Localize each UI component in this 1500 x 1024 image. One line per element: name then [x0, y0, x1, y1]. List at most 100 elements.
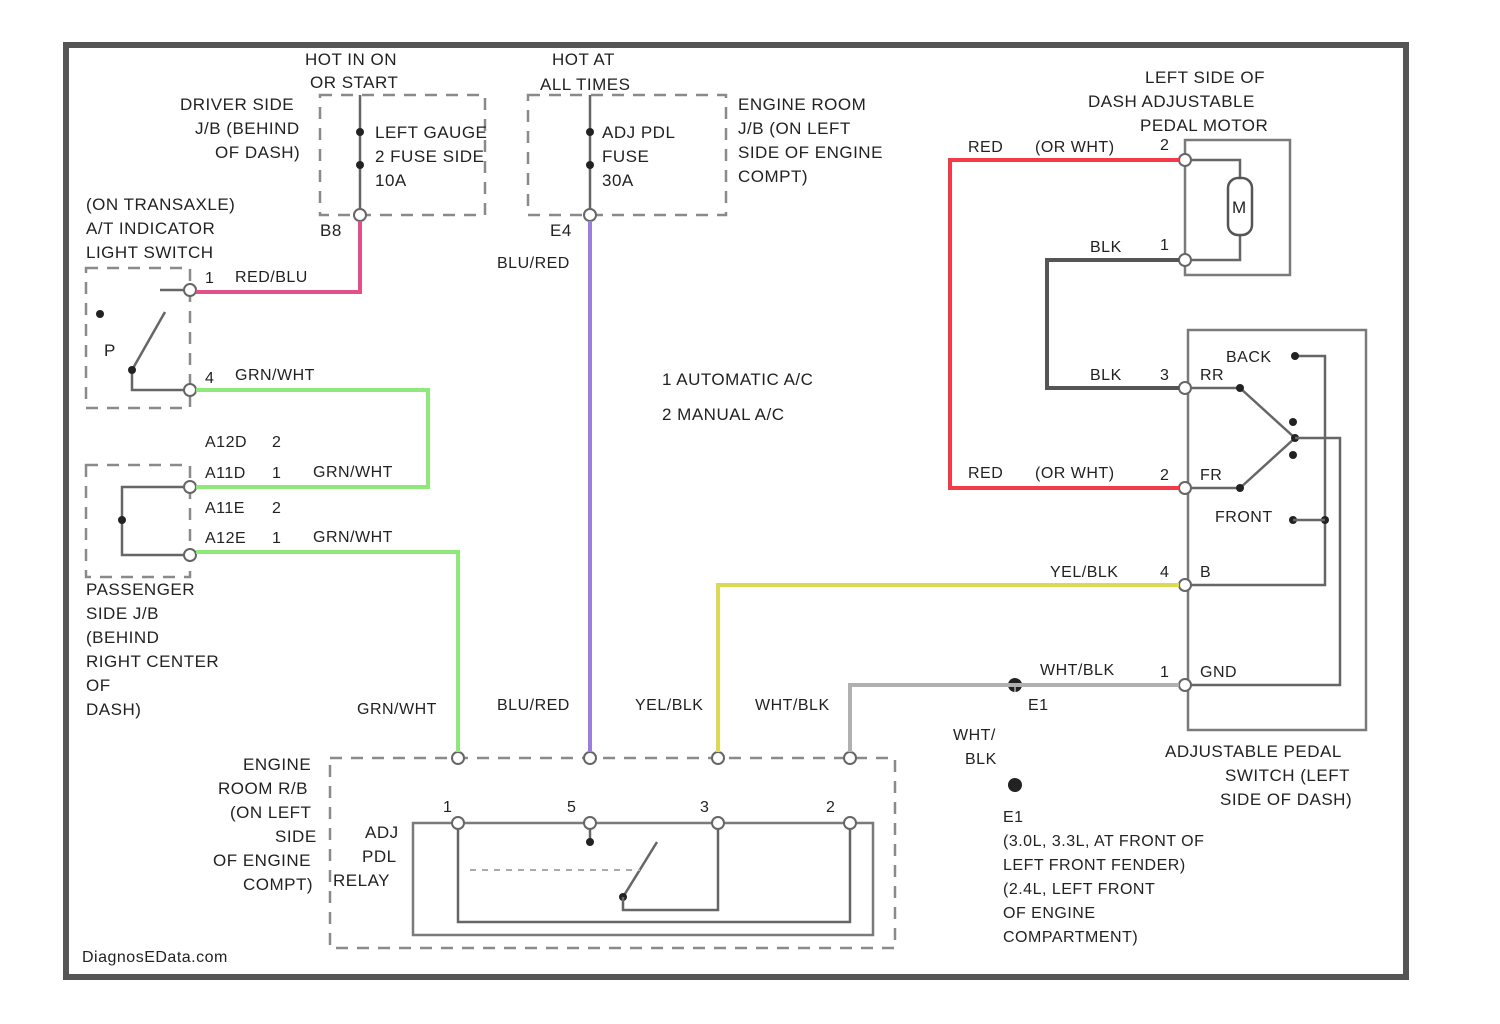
engine-room-rb-block: ENGINE ROOM R/B (ON LEFT SIDE OF ENGINE …: [213, 752, 895, 948]
transaxle-pin-1: [184, 284, 196, 296]
passenger-jb-pin-top: [184, 481, 196, 493]
fr-contact-a: [1289, 451, 1297, 459]
ground-wire-wht: WHT/: [953, 727, 996, 744]
b8-terminal-label: B8: [320, 221, 342, 240]
ground-line4: OF ENGINE: [1003, 905, 1096, 922]
wire-label-or-wht-2: (OR WHT): [1035, 465, 1115, 482]
relay-coil-loop: [458, 823, 850, 922]
motor-pin-1-label: 1: [1160, 237, 1169, 254]
engine-room-rb-dashed-box: [330, 758, 895, 948]
transaxle-pin-4-label: 4: [205, 370, 214, 387]
connector-a12d-pin: 2: [272, 434, 281, 451]
fr-pivot: [1236, 484, 1244, 492]
connector-a11e-pin: 2: [272, 500, 281, 517]
switch-back-label: BACK: [1226, 349, 1272, 366]
switch-pin-1-label: 1: [1160, 664, 1169, 681]
pedal-motor-line3: PEDAL MOTOR: [1140, 116, 1268, 135]
wire-label-wht-blk-2: WHT/BLK: [1040, 662, 1115, 679]
motor-internal-top: [1185, 160, 1240, 178]
left-gauge-fuse-line1: LEFT GAUGE: [375, 123, 487, 142]
switch-lead-bottom: [132, 370, 190, 390]
connector-a11d: A11D: [205, 465, 246, 482]
ground-id: E1: [1003, 809, 1024, 826]
diagram-frame: [66, 45, 1406, 977]
driver-jb-line1: DRIVER SIDE: [180, 95, 294, 114]
ground-line2: LEFT FRONT FENDER): [1003, 857, 1186, 874]
relay-pin-1-label: 1: [443, 799, 452, 816]
relay-pin-2: [844, 817, 856, 829]
engine-room-rb-line3: (ON LEFT: [230, 803, 311, 822]
rr-contact-a: [1289, 418, 1297, 426]
passenger-jb-line6: DASH): [86, 700, 141, 719]
engine-room-jb-line3: SIDE OF ENGINE: [738, 143, 883, 162]
fuse-contact-bottom: [356, 161, 364, 169]
b8-terminal: [354, 209, 366, 221]
switch-pin-3: [1179, 382, 1191, 394]
motor-pin-2-label: 2: [1160, 137, 1169, 154]
motor-pin-1: [1179, 254, 1191, 266]
rb-pin-grn: [452, 752, 464, 764]
relay-pin-3-label: 3: [700, 799, 709, 816]
switch-pivot: [128, 366, 136, 374]
note-manual-ac: 2 MANUAL A/C: [662, 405, 785, 424]
switch-pin-3-label: 3: [1160, 367, 1169, 384]
ground-id-top: E1: [1028, 697, 1049, 714]
fuse-contact-top: [356, 128, 364, 136]
back-contact: [1291, 352, 1299, 360]
rb-pin-blu: [584, 752, 596, 764]
wire-label-yel-blk-2: YEL/BLK: [1050, 564, 1118, 581]
relay-line2: PDL: [362, 847, 397, 866]
switch-rr-label: RR: [1200, 367, 1224, 384]
adj-fuse-contact-top: [586, 128, 594, 136]
hot-run-start-line1: HOT IN ON: [305, 50, 397, 69]
relay-pin-1: [452, 817, 464, 829]
engine-room-jb-line4: COMPT): [738, 167, 808, 186]
switch-pin-4-label: 4: [1160, 564, 1169, 581]
adjustable-pedal-switch-block: BACK FRONT RR FR B GND 3 2 4 1 ADJUSTABL…: [1160, 330, 1366, 809]
switch-gnd-label: GND: [1200, 664, 1237, 681]
relay-pin-2-label: 2: [826, 799, 835, 816]
e4-terminal: [584, 209, 596, 221]
wire-label-yel-blk-1: YEL/BLK: [635, 697, 703, 714]
adj-fuse-contact-bottom: [586, 161, 594, 169]
connector-a11d-pin: 1: [272, 465, 281, 482]
driver-jb-line3: OF DASH): [215, 143, 300, 162]
wire-label-blk-1: BLK: [1090, 239, 1122, 256]
switch-pin-4: [1179, 579, 1191, 591]
wire-label-grn-wht-2: GRN/WHT: [313, 464, 393, 481]
switch-pin-1: [1179, 679, 1191, 691]
wire-grn-wht-lower: [196, 552, 458, 752]
transaxle-switch-line2: A/T INDICATOR: [86, 219, 215, 238]
hot-all-times-line2: ALL TIMES: [540, 75, 630, 94]
engine-room-rb-line1: ENGINE: [243, 755, 311, 774]
passenger-jb-splice: [118, 516, 126, 524]
adj-pdl-fuse-line2: FUSE: [602, 147, 649, 166]
passenger-jb-block: PASSENGER SIDE J/B (BEHIND RIGHT CENTER …: [86, 434, 281, 719]
passenger-jb-line4: RIGHT CENTER: [86, 652, 219, 671]
watermark-text: DiagnosEData.com: [82, 949, 228, 966]
motor-pin-2: [1179, 154, 1191, 166]
passenger-jb-pin-bottom: [184, 549, 196, 561]
e4-terminal-label: E4: [550, 221, 572, 240]
wire-label-blu-red-2: BLU/RED: [497, 697, 570, 714]
relay-line3: RELAY: [333, 871, 390, 890]
relay-pin-5: [584, 817, 596, 829]
passenger-jb-internal: [122, 487, 190, 555]
connector-a12e-pin: 1: [272, 530, 281, 547]
engine-room-jb-line1: ENGINE ROOM: [738, 95, 866, 114]
left-gauge-fuse-line2: 2 FUSE SIDE: [375, 147, 484, 166]
hot-all-times-line1: HOT AT: [552, 50, 615, 69]
motor-internal-bottom: [1185, 235, 1240, 260]
relay-fixed-contact: [586, 838, 594, 846]
connector-a12d: A12D: [205, 434, 247, 451]
note-automatic-ac: 1 AUTOMATIC A/C: [662, 370, 813, 389]
switch-front-label: FRONT: [1215, 509, 1273, 526]
connector-a12e: A12E: [205, 530, 246, 547]
transaxle-switch-block: (ON TRANSAXLE) A/T INDICATOR LIGHT SWITC…: [86, 195, 235, 408]
transaxle-pin-4: [184, 384, 196, 396]
relay-box: [413, 823, 873, 935]
switch-contact: [96, 310, 104, 318]
transaxle-switch-line1: (ON TRANSAXLE): [86, 195, 235, 214]
ground-line1: (3.0L, 3.3L, AT FRONT OF: [1003, 833, 1204, 850]
ground-line5: COMPARTMENT): [1003, 929, 1138, 946]
